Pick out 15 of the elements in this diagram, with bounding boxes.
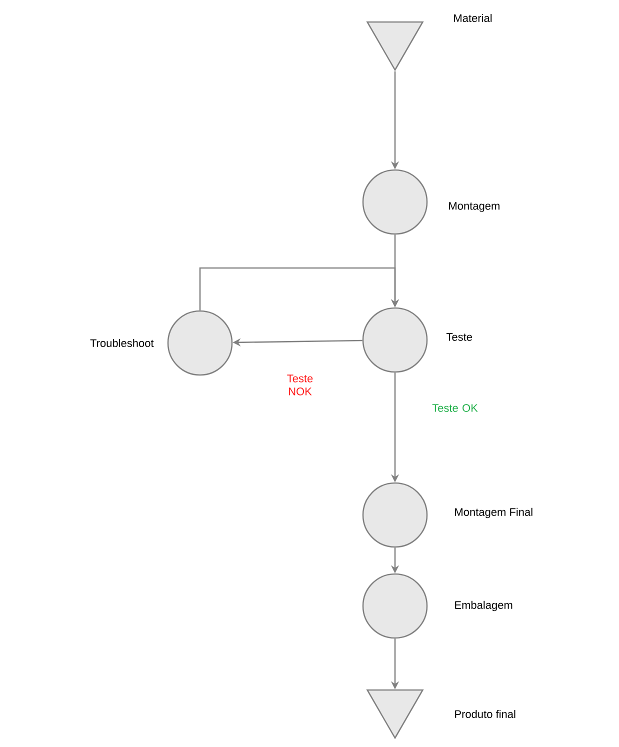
process-circle [167,310,233,376]
process-circle [362,573,428,639]
process-circle [362,482,428,548]
node-label: Troubleshoot [90,338,154,348]
edge-label: Teste OK [432,404,478,412]
node-label: Montagem Final [455,508,532,518]
node-label: Teste [446,333,472,341]
node-label: Material [454,14,492,22]
process-circle [362,307,428,373]
node-label: Embalagem [455,600,512,612]
arrow [199,267,400,310]
node-label: Produto final [455,710,516,718]
edge-label: Teste NOK [287,374,313,396]
process-circle [362,169,428,235]
node-label: Montagem [449,202,500,212]
